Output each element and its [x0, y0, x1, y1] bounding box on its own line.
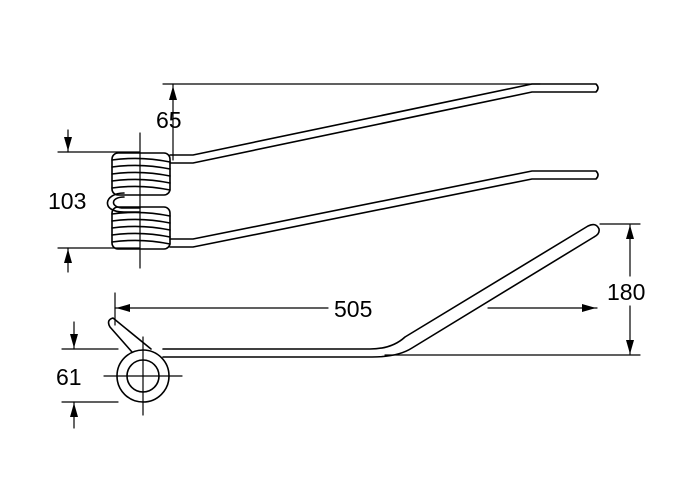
dimension-180: 180 — [384, 223, 645, 356]
upper-tine — [169, 83, 599, 164]
dimension-61: 61 — [56, 321, 119, 429]
side-view: 505 180 61 — [56, 223, 645, 429]
dimension-103: 103 — [48, 129, 141, 273]
dimension-505-label: 505 — [334, 296, 372, 322]
coil-top-view — [106, 152, 171, 250]
dimension-103-label: 103 — [48, 188, 86, 214]
tine-side-profile — [162, 223, 600, 358]
dimension-505: 505 — [114, 292, 598, 326]
top-view: 65 103 — [48, 83, 599, 273]
dimension-61-label: 61 — [56, 364, 82, 390]
dimension-65: 65 — [156, 83, 541, 161]
dimension-180-label: 180 — [607, 279, 645, 305]
coil-side-view — [103, 317, 183, 416]
dimension-65-label: 65 — [156, 107, 182, 133]
lower-tine — [169, 170, 599, 248]
